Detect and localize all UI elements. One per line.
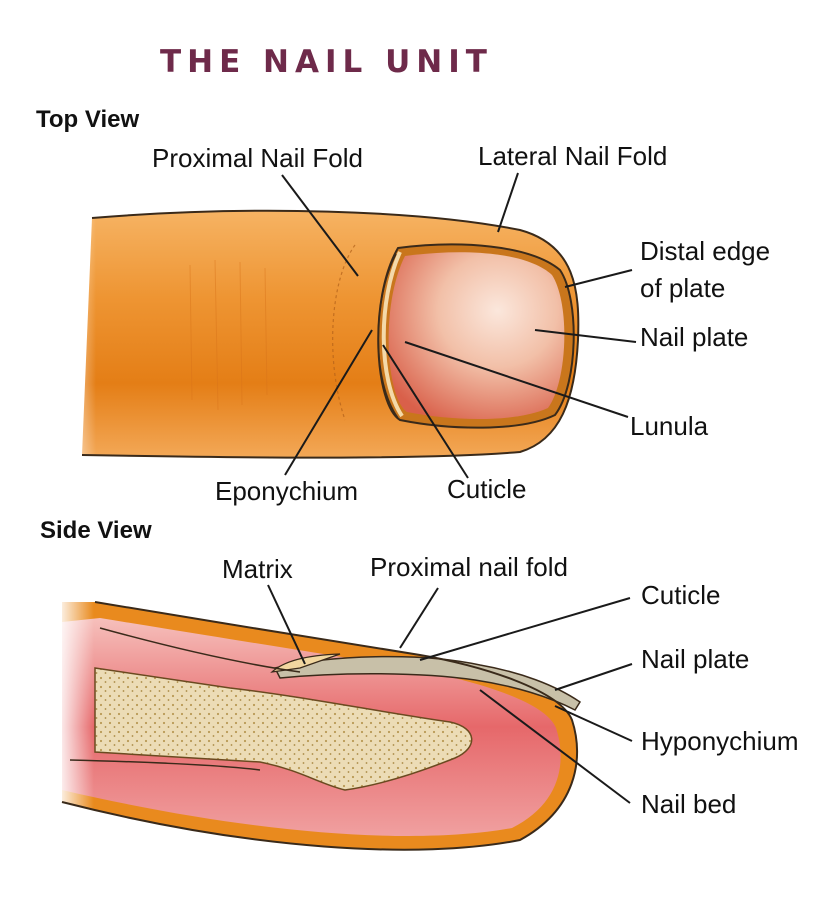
- label-matrix: Matrix: [222, 554, 293, 584]
- label-proximal-nail-fold-side: Proximal nail fold: [370, 552, 568, 582]
- top-view-heading: Top View: [36, 106, 139, 133]
- label-cuticle-side: Cuticle: [641, 580, 720, 610]
- label-nail-plate-side: Nail plate: [641, 644, 749, 674]
- label-lunula: Lunula: [630, 411, 709, 441]
- label-distal-edge-line2: of plate: [640, 273, 725, 303]
- top-view-nail: [377, 243, 575, 429]
- label-cuticle-top: Cuticle: [447, 474, 526, 504]
- label-lateral-nail-fold: Lateral Nail Fold: [478, 141, 667, 171]
- side-view-leader-lines: [267, 584, 633, 804]
- label-nail-bed: Nail bed: [641, 789, 736, 819]
- side-view-finger: [60, 590, 582, 860]
- label-nail-plate-top: Nail plate: [640, 322, 748, 352]
- label-distal-edge-line1: Distal edge: [640, 236, 770, 266]
- diagram-title: THE NAIL UNIT: [160, 44, 493, 80]
- label-eponychium: Eponychium: [215, 476, 358, 506]
- label-proximal-nail-fold-top: Proximal Nail Fold: [152, 143, 363, 173]
- side-view-heading: Side View: [40, 517, 152, 544]
- label-hyponychium: Hyponychium: [641, 726, 799, 756]
- top-view-leader-lines: [281, 172, 637, 479]
